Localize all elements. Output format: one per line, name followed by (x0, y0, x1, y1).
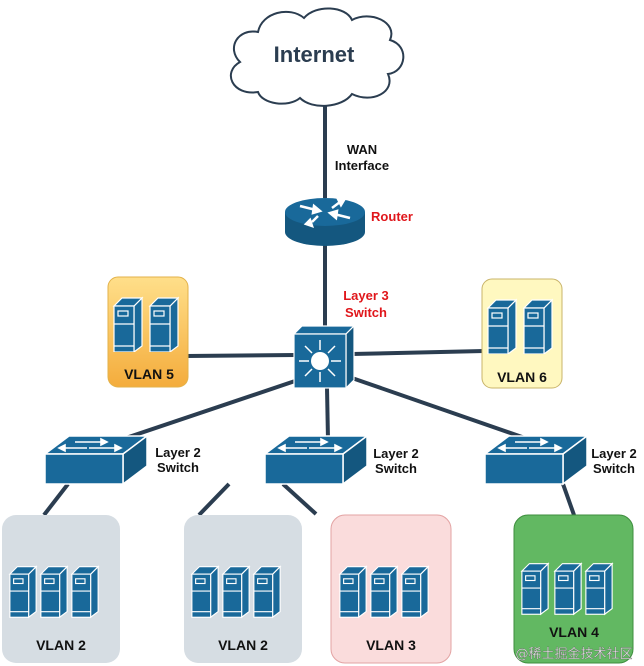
wan-label-line2: Interface (335, 158, 389, 173)
vlan4-group: VLAN 4 @稀土掘金技术社区 (513, 514, 634, 664)
l2-switch-label: Switch (157, 460, 199, 475)
router-label: Router (371, 209, 413, 224)
layer2-switch-icon (44, 435, 148, 485)
router-icon (285, 197, 365, 246)
internet-label: Internet (274, 42, 355, 67)
vlan2b-label: VLAN 2 (218, 637, 268, 653)
server-icon (401, 566, 429, 618)
vlan2a-group: VLAN 2 (2, 515, 120, 663)
server-icon (113, 297, 143, 352)
server-icon (9, 566, 37, 618)
links (42, 100, 576, 517)
wan-label-line1: WAN (347, 142, 377, 157)
vlan2b-group: VLAN 2 (184, 515, 302, 663)
l3-l2-left-link (119, 378, 299, 442)
server-icon (71, 566, 99, 618)
l3-vlan6-link (351, 349, 485, 356)
server-icon (521, 563, 549, 615)
vlan2a-label: VLAN 2 (36, 637, 86, 653)
server-icon (585, 563, 613, 615)
vlan4-label: VLAN 4 (549, 624, 599, 640)
vlan3-label: VLAN 3 (366, 637, 416, 653)
vlan6-group: VLAN 6 (481, 278, 563, 389)
server-icon (523, 299, 553, 354)
server-icon (191, 566, 219, 618)
layer2-switch-icon (264, 435, 368, 485)
layer3-switch-icon (292, 324, 356, 390)
server-icon (40, 566, 68, 618)
server-icon (554, 563, 582, 615)
server-icon (487, 299, 517, 354)
server-icon (222, 566, 250, 618)
l2-switch-label: Switch (375, 461, 417, 476)
server-icon (253, 566, 281, 618)
l3-vlan5-link (185, 353, 297, 358)
l2-switch-label: Layer 2 (373, 446, 419, 461)
internet-cloud: Internet (229, 7, 405, 107)
l3-l2-right-link (351, 376, 526, 440)
l2-vlan2a-link (42, 482, 70, 517)
vlan6-label: VLAN 6 (497, 369, 547, 385)
l2-vlan2b-link (197, 482, 231, 517)
vlan5-group: VLAN 5 (107, 276, 189, 388)
layer2-switch-icon (484, 435, 588, 485)
vlan5-label: VLAN 5 (124, 366, 174, 382)
server-icon (370, 566, 398, 618)
l2-switch-label: Layer 2 (155, 445, 201, 460)
l3-switch-label-line2: Switch (345, 305, 387, 320)
l3-l2-mid-link (325, 387, 330, 441)
l2-switch-label: Switch (593, 461, 635, 476)
l2-switch-label: Layer 2 (591, 446, 637, 461)
server-icon (149, 297, 179, 352)
l3-switch-label-line1: Layer 3 (343, 288, 389, 303)
l2-vlan4-link (561, 483, 576, 516)
server-icon (339, 566, 367, 618)
vlan3-group: VLAN 3 (330, 514, 452, 664)
watermark: @稀土掘金技术社区 (515, 646, 632, 662)
l2-vlan3-link (281, 482, 318, 516)
